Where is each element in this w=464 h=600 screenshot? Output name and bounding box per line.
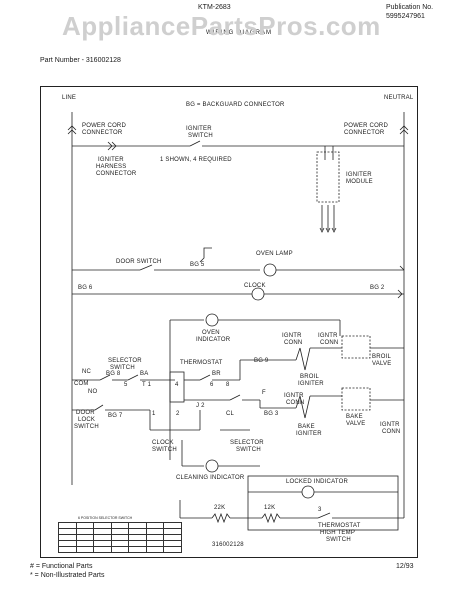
power-cord-right-line1: POWER CORD	[344, 123, 388, 129]
igntr-conn-a-line1: IGNTR	[282, 333, 302, 339]
igniter-module-line1: IGNITER	[346, 172, 372, 178]
terminal-cl: CL	[226, 411, 235, 417]
igniter-quantity-note: 1 SHOWN, 4 REQUIRED	[160, 157, 232, 163]
thermostat-label: THERMOSTAT	[180, 360, 223, 366]
igniter-harness-line1: IGNITER	[98, 157, 124, 163]
igntr-conn-d-line2: CONN	[382, 429, 401, 435]
terminal-4: 4	[175, 382, 179, 388]
broil-valve-line1: BROIL	[372, 354, 392, 360]
backguard-note: BG = BACKGUARD CONNECTOR	[186, 102, 285, 108]
publication-number: 5995247961	[386, 13, 425, 20]
terminal-j2: J 2	[196, 403, 205, 409]
bake-valve-line2: VALVE	[346, 421, 366, 427]
igntr-conn-a-line2: CONN	[284, 340, 303, 346]
no-label: NO	[88, 389, 98, 395]
clock-switch-line1: CLOCK	[152, 440, 174, 446]
cleaning-indicator-label: CLEANING INDICATOR	[176, 475, 245, 481]
terminal-5: 5	[124, 382, 128, 388]
bg7-label: BG 7	[108, 413, 123, 419]
terminal-2: 2	[176, 411, 180, 417]
igniter-module-line2: MODULE	[346, 179, 373, 185]
bake-valve-line1: BAKE	[346, 414, 363, 420]
br-label: BR	[212, 371, 221, 377]
oven-indicator-line2: INDICATOR	[196, 337, 231, 343]
diagram-frame	[40, 86, 418, 558]
selector-switch-bottom-line1: SELECTOR	[230, 440, 264, 446]
igntr-conn-d-line1: IGNTR	[380, 422, 400, 428]
power-cord-right-line2: CONNECTOR	[344, 130, 385, 136]
model-number: KTM-2683	[198, 4, 231, 11]
terminal-6: 6	[210, 382, 214, 388]
igniter-harness-line2: HARNESS	[96, 164, 127, 170]
selector-table-title: 6 POSITION SELECTOR SWITCH	[78, 516, 133, 520]
locked-indicator-label: LOCKED INDICATOR	[286, 479, 348, 485]
clock-label: CLOCK	[244, 283, 266, 289]
bg8-label: BG 8	[106, 371, 121, 377]
high-temp-switch-line3: SWITCH	[326, 537, 351, 543]
publication-label: Publication No.	[386, 4, 434, 11]
bg3-label: BG 3	[264, 411, 279, 417]
resistor-22k-label: 22K	[214, 505, 226, 511]
oven-indicator-line1: OVEN	[202, 330, 220, 336]
selector-switch-top-line2: SWITCH	[110, 365, 135, 371]
oven-lamp-label: OVEN LAMP	[256, 251, 293, 257]
door-lock-switch-line1: DOOR	[76, 410, 95, 416]
line-label: LINE	[62, 95, 77, 101]
com-label: COM	[74, 381, 89, 387]
bake-igniter-line2: IGNITER	[296, 431, 322, 437]
door-switch-label: DOOR SWITCH	[116, 259, 162, 265]
bg5-label: BG 5	[190, 262, 205, 268]
terminal-f: F	[262, 390, 266, 396]
selector-switch-bottom-line2: SWITCH	[236, 447, 261, 453]
bg2-label: BG 2	[370, 285, 385, 291]
high-temp-switch-line1: THERMOSTAT	[318, 523, 361, 529]
nc-label: NC	[82, 369, 92, 375]
resistor-12k-label: 12K	[264, 505, 276, 511]
functional-parts-note: # = Functional Parts	[30, 563, 93, 570]
part-number: Part Number - 316002128	[40, 57, 121, 64]
revision-date: 12/93	[396, 563, 414, 570]
ba-label: BA	[140, 371, 149, 377]
terminal-t1: T 1	[142, 382, 152, 388]
door-lock-switch-line2: LOCK	[78, 417, 96, 423]
bake-igniter-line1: BAKE	[298, 424, 315, 430]
diagram-part-number: 316002128	[212, 542, 244, 548]
igntr-conn-c-line2: CONN	[286, 400, 305, 406]
neutral-label: NEUTRAL	[384, 95, 414, 101]
diagram-subtitle: WIRING DIAGRAM	[206, 30, 272, 36]
igniter-switch-line1: IGNITER	[186, 126, 212, 132]
broil-valve-line2: VALVE	[372, 361, 392, 367]
igniter-switch-line2: SWITCH	[188, 133, 213, 139]
selector-switch-top-line1: SELECTOR	[108, 358, 142, 364]
terminal-3: 3	[318, 507, 322, 513]
igntr-conn-b-line2: CONN	[320, 340, 339, 346]
selector-switch-table	[58, 522, 182, 553]
non-illustrated-note: * = Non-Illustrated Parts	[30, 572, 105, 579]
igntr-conn-c-line1: IGNTR	[284, 393, 304, 399]
bg6-label: BG 6	[78, 285, 93, 291]
door-lock-switch-line3: SWITCH	[74, 424, 99, 430]
bg9-label: BG 9	[254, 358, 269, 364]
clock-switch-line2: SWITCH	[152, 447, 177, 453]
high-temp-switch-line2: HIGH TEMP	[320, 530, 356, 536]
terminal-1: 1	[152, 411, 156, 417]
power-cord-left-line2: CONNECTOR	[82, 130, 123, 136]
watermark: AppliancePartsPros.com	[62, 11, 381, 41]
igntr-conn-b-line1: IGNTR	[318, 333, 338, 339]
igniter-harness-line3: CONNECTOR	[96, 171, 137, 177]
terminal-8: 8	[226, 382, 230, 388]
power-cord-left-line1: POWER CORD	[82, 123, 126, 129]
broil-igniter-line2: IGNITER	[298, 381, 324, 387]
broil-igniter-line1: BROIL	[300, 374, 320, 380]
